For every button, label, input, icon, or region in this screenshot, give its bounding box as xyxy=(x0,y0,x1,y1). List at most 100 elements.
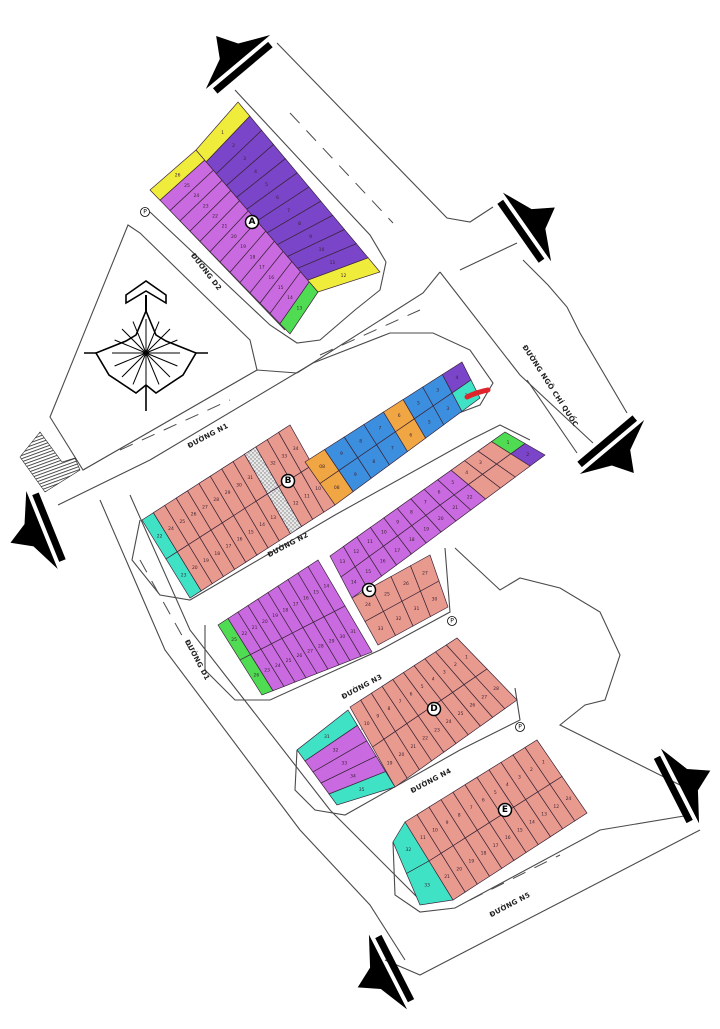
lot-number: 16 xyxy=(505,835,511,841)
direction-arrow-icon xyxy=(653,748,711,824)
lot-number: 6 xyxy=(276,195,279,201)
lot-number: 21 xyxy=(410,744,416,750)
lot-number: 11 xyxy=(367,539,373,545)
lot-number: 26 xyxy=(297,653,303,659)
lot-number: 14 xyxy=(259,522,265,528)
lot-number: 32 xyxy=(406,847,412,853)
lot-number: 9 xyxy=(309,234,312,240)
lot-number: 24 xyxy=(566,796,572,802)
direction-arrows xyxy=(10,35,711,1010)
lot-number: 6 xyxy=(410,691,413,697)
lot-number: 22 xyxy=(242,631,248,637)
road-curb xyxy=(459,242,518,271)
lot-number: 17 xyxy=(493,843,499,849)
land-lot[interactable] xyxy=(307,257,381,293)
lot-number: 33 xyxy=(341,761,347,767)
lot-number: 6 xyxy=(409,433,412,439)
lot-number: 10 xyxy=(432,828,438,834)
lot-number: 16 xyxy=(237,536,243,542)
lot-number: 24 xyxy=(446,719,452,725)
lot-number: 22 xyxy=(157,533,163,539)
lot-number: 18 xyxy=(481,851,487,857)
lot-number: 10 xyxy=(319,247,325,253)
lot-number: 23 xyxy=(434,727,440,733)
svg-text:P: P xyxy=(450,618,454,625)
lot-number: 20 xyxy=(231,234,237,240)
lot-number: 24 xyxy=(365,602,371,608)
lot-number: 14 xyxy=(529,820,535,826)
lot-number: 25 xyxy=(286,658,292,664)
lot-number: 19 xyxy=(240,244,246,250)
lot-number: 15 xyxy=(248,529,254,535)
road-label-d1: ĐƯỜNG D1 xyxy=(183,638,212,682)
road-centerline xyxy=(119,399,231,451)
road-curb xyxy=(129,494,421,901)
lot-number: 20 xyxy=(399,752,405,758)
lot-number: 34 xyxy=(350,774,356,780)
lot-number: 22 xyxy=(422,736,428,742)
direction-arrow-icon xyxy=(205,35,273,94)
svg-text:E: E xyxy=(502,805,508,815)
lot-number: 8 xyxy=(298,221,301,227)
lot-number: 4 xyxy=(432,677,435,683)
lot-number: 7 xyxy=(399,699,402,705)
lot-number: 8 xyxy=(410,510,413,516)
lot-number: 27 xyxy=(202,504,208,510)
road-curb xyxy=(234,89,387,263)
lot-number: 20 xyxy=(456,866,462,872)
lot-number: 21 xyxy=(444,874,450,880)
land-lot[interactable] xyxy=(510,443,546,467)
lot-number: 21 xyxy=(222,224,228,230)
lot-number: 19 xyxy=(203,558,209,564)
lot-number: 9 xyxy=(354,472,357,478)
lot-number: 25 xyxy=(384,592,390,598)
lot-number: 8 xyxy=(359,438,362,444)
lot-number: 4 xyxy=(254,169,257,175)
land-lot[interactable] xyxy=(549,776,588,822)
lot-number: 19 xyxy=(272,613,278,619)
lot-number: 3 xyxy=(446,406,449,412)
lot-number: 13 xyxy=(296,305,302,311)
lot-number: 25 xyxy=(184,183,190,189)
lot-number: 13 xyxy=(541,812,547,818)
svg-text:P: P xyxy=(518,724,522,731)
land-lot[interactable] xyxy=(420,580,449,617)
lot-number: 17 xyxy=(226,544,232,550)
parking-icon: P xyxy=(447,616,457,626)
lot-number: 31 xyxy=(414,606,420,612)
land-lot[interactable] xyxy=(328,771,396,806)
road-curb xyxy=(522,259,628,414)
land-lot[interactable] xyxy=(475,668,518,710)
lot-number: 20 xyxy=(438,516,444,522)
lot-number: 22 xyxy=(212,213,218,219)
lot-number: 3 xyxy=(243,156,246,162)
lot-number: 11 xyxy=(330,260,336,266)
lot-number: 25 xyxy=(231,637,237,643)
lot-number: 18 xyxy=(214,551,220,557)
lot-number: 23 xyxy=(264,668,270,674)
land-lot[interactable] xyxy=(334,605,373,657)
lot-number: 9 xyxy=(396,519,399,525)
lot-number: 5 xyxy=(451,480,454,486)
land-lot[interactable] xyxy=(406,860,454,906)
road-curb xyxy=(131,424,531,601)
lot-number: 26 xyxy=(254,673,260,679)
lot-number: 31 xyxy=(324,734,330,740)
lot-number: 26 xyxy=(403,581,409,587)
lot-number: 20 xyxy=(262,619,268,625)
lot-number: 23 xyxy=(203,203,209,209)
lot-number: 25 xyxy=(458,711,464,717)
block-marker-a: A xyxy=(244,214,260,230)
lot-number: 5 xyxy=(265,182,268,188)
